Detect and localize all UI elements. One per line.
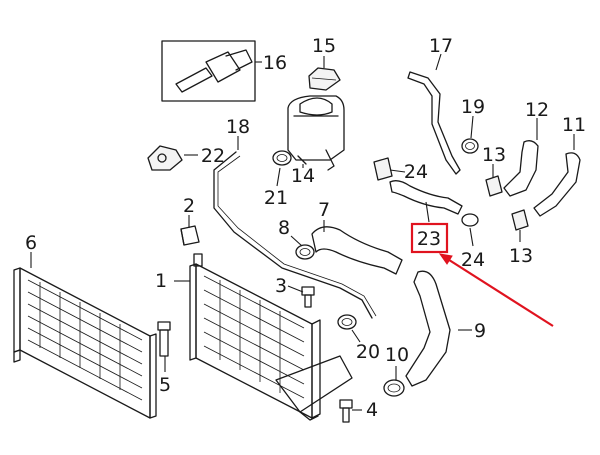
clip-13-lower (511, 209, 529, 231)
callout-15: 15 (312, 35, 336, 57)
lower-hose-9 (405, 270, 451, 387)
bleed-hose-18 (213, 151, 377, 319)
callout-2: 2 (183, 195, 195, 217)
callout-7: 7 (318, 199, 330, 221)
callout-14: 14 (291, 165, 315, 187)
sensor-connector-box (161, 40, 256, 102)
callout-5: 5 (159, 374, 171, 396)
clip-24-lower (461, 213, 479, 227)
hose-12 (503, 140, 539, 197)
highlight-box-23 (410, 222, 449, 254)
hose-17 (407, 71, 461, 175)
callout-13-lower: 13 (509, 245, 533, 267)
hose-23 (389, 180, 463, 215)
callout-3: 3 (275, 275, 287, 297)
clip-24-upper (373, 157, 393, 181)
hose-7 (311, 226, 403, 275)
clamp-19 (461, 138, 479, 154)
callout-8: 8 (278, 217, 290, 239)
expansion-tank-cap (308, 67, 341, 91)
callout-23: 23 (417, 228, 441, 250)
bolt-3 (301, 286, 315, 308)
clamp-20 (337, 314, 357, 330)
bolt-4 (339, 399, 353, 423)
callout-16: 16 (263, 52, 287, 74)
callout-1: 1 (155, 270, 167, 292)
callout-13-upper: 13 (482, 144, 506, 166)
callout-4: 4 (366, 399, 378, 421)
expansion-tank (287, 95, 345, 171)
clamp-21 (272, 150, 292, 166)
leader-lines (30, 53, 575, 411)
radiator-rear (13, 267, 157, 419)
hose-11 (533, 152, 581, 217)
callout-6: 6 (25, 232, 37, 254)
clip-13-upper (485, 175, 503, 197)
highlight-arrow (438, 253, 554, 327)
mount-grommet (180, 225, 200, 246)
callout-24-upper: 24 (404, 161, 428, 183)
bolt-5 (157, 321, 171, 357)
callout-19: 19 (461, 96, 485, 118)
callout-21: 21 (264, 187, 288, 209)
radiator-front (189, 253, 353, 421)
callout-18: 18 (226, 116, 250, 138)
callout-17: 17 (429, 35, 453, 57)
callout-12: 12 (525, 99, 549, 121)
callout-11: 11 (562, 114, 586, 136)
callout-10: 10 (385, 344, 409, 366)
bracket-22 (147, 145, 183, 171)
callout-24-lower: 24 (461, 249, 485, 271)
callout-20: 20 (356, 341, 380, 363)
clamp-8 (295, 244, 315, 260)
callout-22: 22 (201, 145, 225, 167)
clamp-10 (383, 379, 405, 397)
callout-9: 9 (474, 320, 486, 342)
